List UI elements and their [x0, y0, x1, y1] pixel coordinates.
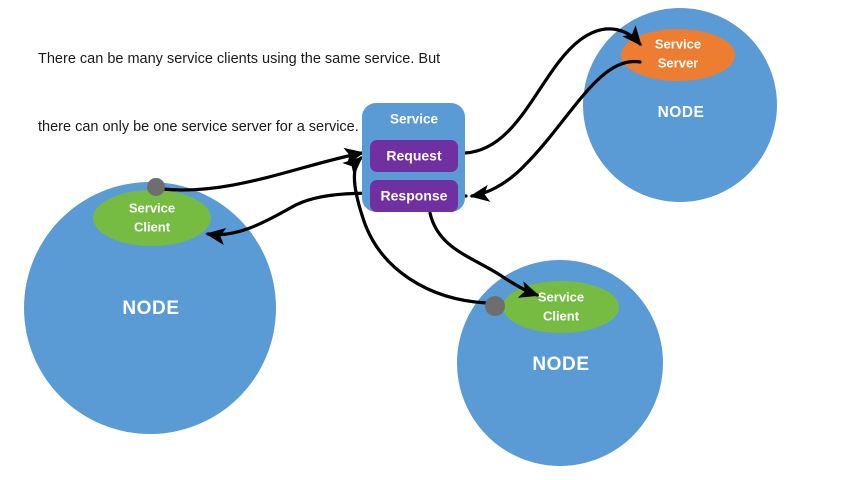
service-client-ellipse-left[interactable]: [93, 190, 211, 246]
node-top-right[interactable]: NODE Service Server: [583, 8, 777, 202]
service-client-left-label-line2: Client: [134, 219, 171, 234]
caption: There can be many service clients using …: [38, 26, 478, 138]
node-label-left: NODE: [122, 298, 179, 319]
request-box-label: Request: [386, 148, 442, 164]
response-box[interactable]: [370, 180, 458, 212]
arrow-left-client-to-request: [161, 147, 365, 192]
request-box[interactable]: [370, 140, 458, 172]
service-server-label-line1: Service: [655, 36, 701, 51]
node-label-top-right: NODE: [658, 104, 705, 121]
service-client-bottom-label-line2: Client: [543, 308, 580, 323]
caption-line-1: There can be many service clients using …: [38, 51, 441, 68]
caption-line-2: there can only be one service server for…: [38, 118, 359, 135]
arrow-request-to-service-server: [463, 25, 642, 155]
arrow-bottom-client-to-request: [342, 156, 489, 305]
service-box[interactable]: Service Request Response: [362, 103, 465, 212]
service-client-left-label-line1: Service: [129, 200, 175, 215]
node-bottom[interactable]: NODE Service Client: [457, 260, 663, 466]
arrow-service-server-to-response: [469, 59, 642, 202]
service-server-ellipse[interactable]: [621, 29, 735, 81]
response-box-label: Response: [381, 188, 448, 204]
node-left[interactable]: NODE Service Client: [24, 182, 276, 434]
arrow-response-to-bottom-client: [428, 211, 540, 298]
service-client-bottom-label-line1: Service: [538, 289, 584, 304]
service-box-title: Service: [390, 112, 439, 127]
service-server-label-line2: Server: [658, 55, 698, 70]
node-label-bottom: NODE: [532, 354, 589, 375]
connector-dot-icon-left-client: [147, 178, 165, 196]
connector-dot-icon-bottom-client: [485, 296, 505, 316]
